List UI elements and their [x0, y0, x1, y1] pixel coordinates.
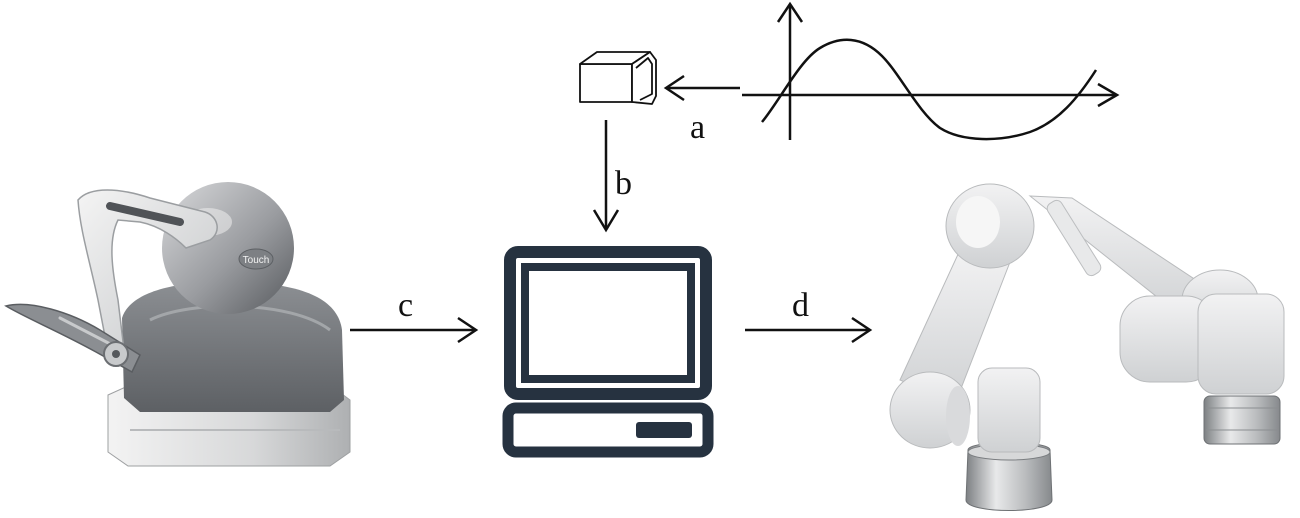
arrow-c [350, 316, 479, 344]
haptic-sphere [162, 182, 294, 314]
touch-logo-text: Touch [243, 255, 270, 266]
sine-signal-plot [742, 1, 1120, 141]
label-a: a [690, 109, 705, 146]
label-d: d [792, 287, 809, 324]
arrow-a [663, 74, 740, 102]
sensor-box-icon [579, 51, 657, 105]
label-b: b [615, 165, 632, 202]
arrow-d [745, 316, 873, 344]
label-c: c [398, 287, 413, 324]
haptic-base [122, 281, 344, 412]
haptic-arm [77, 189, 218, 353]
arrow-b [592, 120, 620, 233]
haptic-device-image: Touch [4, 182, 351, 467]
computer-icon [502, 246, 714, 458]
touch-logo [238, 248, 274, 270]
robot-arm-image [889, 183, 1285, 511]
